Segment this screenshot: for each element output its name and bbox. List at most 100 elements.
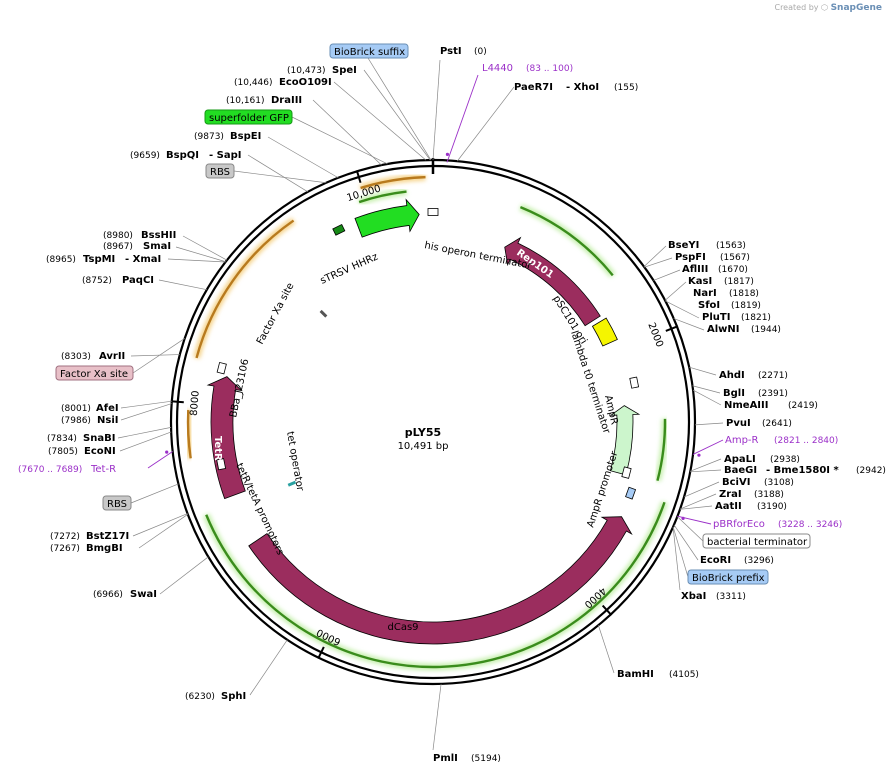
site-pspfi: PspFI (1567) — [675, 252, 750, 263]
site-pos: (9659) — [130, 151, 160, 161]
site-bcivi: BciVI (3108) — [722, 477, 794, 488]
orf-arc-2 — [186, 409, 192, 459]
box-leader-5 — [677, 516, 704, 542]
site-name: PspFI — [675, 252, 706, 263]
orf-arc-0 — [360, 175, 426, 190]
feature-psc101-ori — [591, 317, 618, 347]
site-name: SnaBI — [83, 433, 115, 444]
site-pos: (6966) — [93, 590, 123, 600]
site-leader-16 — [679, 505, 713, 510]
site-leader-23 — [312, 99, 382, 166]
site-leader-29 — [158, 279, 207, 291]
box-leader-1 — [291, 116, 388, 165]
site-psti: PstI (0) — [440, 46, 487, 57]
feature-strsv-gfp — [354, 198, 420, 238]
site-extra: - XhoI — [566, 82, 599, 93]
site-name: NmeAIII — [724, 400, 768, 411]
site-name: SphI — [221, 691, 246, 702]
site-name: BglI — [723, 388, 745, 399]
boxed-text: RBS — [107, 499, 127, 510]
site-pos: (8965) — [46, 255, 76, 265]
site-ahdi: AhdI (2271) — [719, 370, 788, 381]
feature-lambda-t0-mark — [629, 376, 640, 389]
primer-mark-1 — [697, 453, 701, 457]
site-swai: (6966) SwaI — [93, 589, 157, 600]
boxed-text: superfolder GFP — [209, 113, 289, 124]
site-name: PaqCI — [122, 275, 154, 286]
site-leader-11 — [694, 422, 724, 426]
site-leader-26 — [182, 235, 228, 261]
site-pos: (1944) — [751, 325, 781, 335]
boxed-bacterial-terminator: bacterial terminator — [702, 533, 811, 549]
site-draiii: (10,161) DraIII — [226, 95, 302, 106]
tick-label-3: 8000 — [189, 390, 202, 416]
site-name: BstZ17I — [86, 531, 129, 542]
box-leader-0 — [367, 57, 432, 161]
primer-l4440: L4440 (83 .. 100) — [482, 63, 573, 74]
site-leader-18 — [672, 526, 681, 591]
box-leader-6 — [672, 526, 689, 578]
box-leader-4 — [130, 483, 179, 504]
site-name: BciVI — [722, 477, 750, 488]
site-xbai: XbaI (3311) — [681, 591, 746, 602]
site-pos: (9873) — [194, 132, 224, 142]
site-pos: (1818) — [729, 289, 759, 299]
site-pos: (5194) — [471, 754, 501, 764]
tick-label-0: 2000 — [645, 321, 665, 349]
tick-4 — [355, 169, 362, 184]
orf-glow — [193, 217, 296, 359]
boxed-text: bacterial terminator — [707, 537, 808, 548]
site-name: AvrII — [99, 351, 125, 362]
feature-factor-xa-mark — [319, 309, 328, 318]
site-extra: - XmaI — [125, 254, 161, 265]
feature-rbs-mark — [332, 223, 346, 236]
primer-name: Amp-R — [725, 435, 759, 446]
site-bspqi: (9659) BspQI - SapI — [130, 150, 241, 161]
site-name: BspEI — [230, 131, 261, 142]
site-leader-2 — [643, 245, 667, 267]
site-leader-30 — [130, 354, 180, 357]
primer-leader-3 — [147, 451, 173, 469]
site-pvui: PvuI (2641) — [726, 418, 792, 429]
site-bmgbi: (7267) BmgBI — [50, 543, 123, 554]
site-pos: (8752) — [82, 276, 112, 286]
site-smai: (8967) SmaI — [103, 241, 171, 252]
feature-label-factor-xa: Factor Xa site — [255, 281, 297, 346]
primer-name: Tet-R — [90, 464, 116, 475]
site-pos: (1819) — [731, 301, 761, 311]
site-name: SfoI — [698, 300, 720, 311]
site-pos: (1821) — [741, 313, 771, 323]
site-leader-22 — [333, 81, 427, 161]
boxed-text: BioBrick prefix — [692, 573, 765, 584]
site-leader-4 — [653, 269, 681, 281]
primer-mark-3 — [165, 450, 169, 454]
site-name: AfeI — [96, 403, 119, 414]
feature-label-tetr: TetR — [212, 436, 223, 461]
site-name: AhdI — [719, 370, 745, 381]
site-sfoi: SfoI (1819) — [698, 300, 761, 311]
site-leader-35 — [132, 513, 188, 537]
site-pos: (7805) — [48, 447, 78, 457]
primer-tet-r: (7670 .. 7689) Tet-R — [18, 464, 116, 475]
site-pos: (3296) — [744, 556, 774, 566]
site-leader-25 — [247, 154, 308, 193]
boxed-rbs-bottom: RBS — [102, 495, 132, 511]
site-name: KasI — [688, 276, 712, 287]
primer-amp-r: Amp-R (2821 .. 2840) — [725, 435, 838, 446]
site-pos: (2938) — [770, 455, 800, 465]
tick-0 — [665, 325, 679, 332]
site-name: SmaI — [143, 241, 171, 252]
site-leader-38 — [249, 639, 288, 696]
feature-label-dcas9: dCas9 — [387, 622, 418, 633]
site-leader-31 — [120, 400, 172, 409]
primer-leader-0 — [446, 74, 479, 163]
site-pos: (0) — [474, 47, 487, 57]
site-pos: (2419) — [788, 401, 818, 411]
site-bgli: BglI (2391) — [723, 388, 788, 399]
site-kasi: KasI (1817) — [688, 276, 754, 287]
site-pos: (7272) — [50, 532, 80, 542]
site-sphi: (6230) SphI — [185, 691, 246, 702]
primer-mark-0 — [445, 152, 450, 156]
site-pos: (10,473) — [287, 66, 326, 76]
